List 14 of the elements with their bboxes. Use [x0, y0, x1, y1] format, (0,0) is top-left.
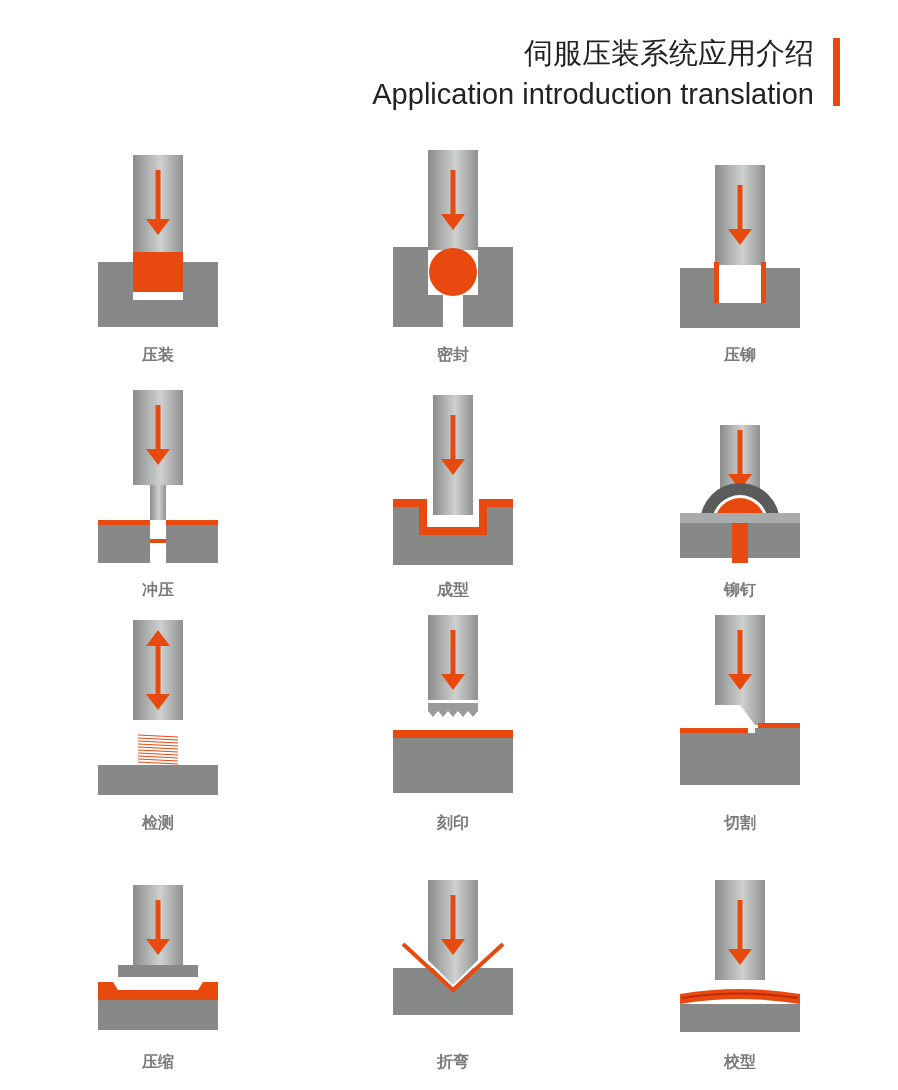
process-caption: 刻印 — [437, 813, 469, 834]
process-caption: 折弯 — [437, 1052, 469, 1073]
process-caption: 成型 — [437, 580, 469, 601]
process-caption: 切割 — [724, 813, 756, 834]
process-caption: 校型 — [724, 1052, 756, 1073]
process-caption: 压缩 — [142, 1052, 174, 1073]
process-caption: 铆钉 — [724, 580, 756, 601]
process-caption: 压装 — [142, 345, 174, 366]
title: 伺服压装系统应用介绍 — [524, 35, 814, 72]
process-caption: 压铆 — [724, 345, 756, 366]
process-caption: 检测 — [142, 813, 174, 834]
process-caption: 冲压 — [142, 580, 174, 601]
process-caption: 密封 — [437, 345, 469, 366]
subtitle: Application introduction translation — [372, 78, 814, 111]
